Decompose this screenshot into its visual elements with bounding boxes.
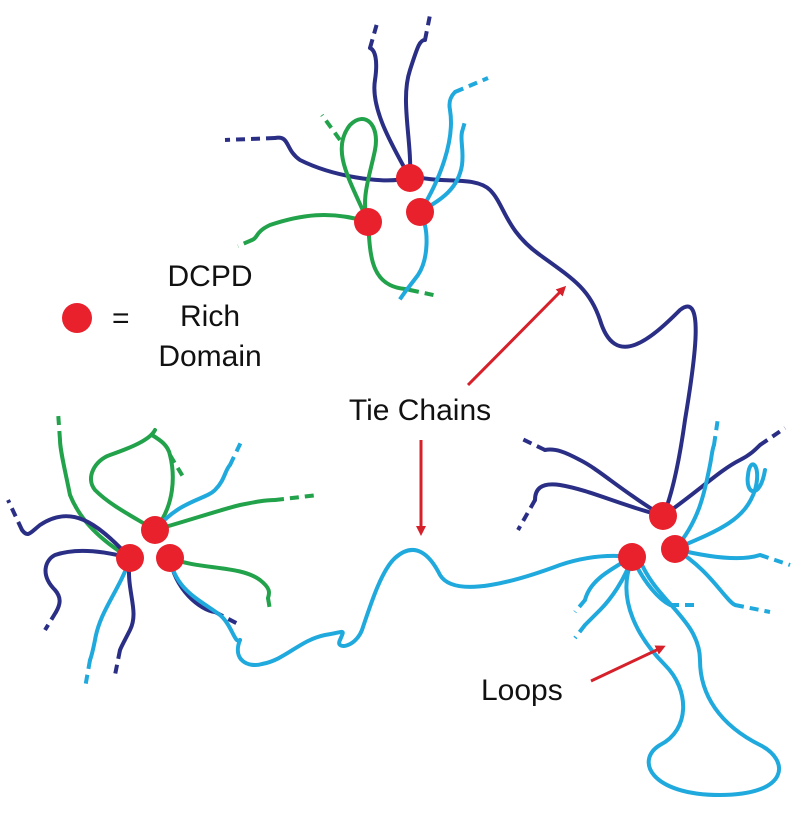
- chain-top-green-1: [339, 117, 378, 224]
- chain-left-navy-1: [43, 548, 132, 614]
- chain-top-navy-2: [403, 38, 427, 180]
- chain-right-cyan-2-end: [759, 553, 791, 567]
- chain-right-navy-1-end: [519, 436, 546, 452]
- chain-right-cyan-4-end: [573, 623, 587, 640]
- chain-left-green-4-end: [266, 597, 272, 611]
- loops-label: Loops: [481, 674, 563, 707]
- chain-right-cyan-1: [673, 443, 716, 551]
- chain-top-green-4-end: [320, 113, 342, 142]
- chain-top-cyan-1: [418, 90, 457, 214]
- chain-top-green-2: [250, 213, 370, 242]
- chain-left-green-6-end: [168, 453, 187, 482]
- chain-right-navy-3-end: [758, 426, 787, 447]
- chain-top-green-3-end: [409, 288, 439, 298]
- chain-left-green-1: [89, 428, 157, 532]
- dcpd-domain: [396, 164, 424, 192]
- chain-right-cyan-6-end: [573, 598, 587, 614]
- chain-left-navy-2-end: [6, 499, 24, 531]
- tie-chains-label: Tie Chains: [349, 394, 491, 427]
- chain-top-cyan-1-end: [454, 76, 489, 94]
- chain-left-cyan-3-end: [83, 659, 92, 689]
- loops-arrow: [590, 645, 666, 683]
- cluster-top: [224, 14, 489, 304]
- chain-right-navy-2-end: [516, 499, 537, 531]
- chain-left-cyan-1-end: [228, 439, 244, 466]
- tie-chains: [236, 173, 698, 667]
- chain-left-green-3-end: [274, 493, 319, 502]
- dcpd-domain: [354, 208, 382, 236]
- cluster-left: [6, 411, 319, 689]
- legend-line-3: Domain: [158, 340, 261, 373]
- chain-top-navy-1-end: [368, 19, 380, 49]
- legend-line-2: Rich: [180, 300, 240, 333]
- chain-right-cyan-1-end: [712, 417, 720, 446]
- dcpd-domain: [156, 544, 184, 572]
- loop-small: [673, 462, 767, 551]
- chain-top-navy-2-end: [423, 14, 432, 41]
- legend: = DCPD Rich Domain: [62, 260, 262, 373]
- chain-left-green-5-end: [56, 411, 62, 441]
- chain-left-cyan-3: [88, 556, 132, 662]
- chain-right-navy-2: [533, 482, 665, 518]
- legend-equals: =: [112, 302, 130, 335]
- cluster-right: [516, 417, 791, 640]
- dcpd-domain: [661, 535, 689, 563]
- tie-chain-cyan: [236, 547, 634, 667]
- dcpd-domain: [406, 198, 434, 226]
- chain-top-navy-1: [368, 46, 412, 180]
- loop-large: [624, 558, 781, 797]
- chain-right-cyan-3-end: [734, 603, 771, 614]
- chain-top-green-2-end: [237, 238, 253, 248]
- chain-top-cyan-3-end: [460, 117, 468, 133]
- dcpd-domain: [141, 516, 169, 544]
- chain-top-navy-3: [273, 135, 412, 183]
- chain-left-cyan-2: [168, 556, 242, 643]
- dcpd-domain: [618, 543, 646, 571]
- chain-left-cyan-1: [153, 463, 232, 532]
- chain-left-navy-3: [118, 556, 136, 652]
- chain-right-navy-3: [661, 443, 762, 518]
- chain-right-cyan-4: [583, 555, 634, 627]
- dcpd-domain: [116, 544, 144, 572]
- chain-left-green-4: [168, 556, 271, 600]
- chain-left-navy-1-end: [43, 610, 58, 632]
- chain-left-green-5: [58, 438, 132, 560]
- legend-line-1: DCPD: [167, 260, 252, 293]
- legend-domain-symbol: [62, 303, 92, 333]
- loops: [624, 462, 781, 797]
- chain-left-navy-3-end: [113, 649, 122, 676]
- chain-top-navy-3-end: [224, 136, 276, 142]
- chain-top-cyan-2-end: [396, 290, 407, 304]
- chain-left-green-3: [153, 498, 277, 532]
- chain-top-cyan-2: [403, 210, 429, 294]
- tie-chain-navy: [408, 173, 698, 518]
- chain-left-navy-2: [20, 514, 132, 560]
- dcpd-domain: [649, 502, 677, 530]
- tie-chains-arrow-up: [466, 285, 567, 387]
- chain-right-navy-1: [543, 447, 665, 518]
- chain-top-cyan-3: [418, 130, 465, 214]
- annotations: Tie Chains Loops: [349, 285, 666, 707]
